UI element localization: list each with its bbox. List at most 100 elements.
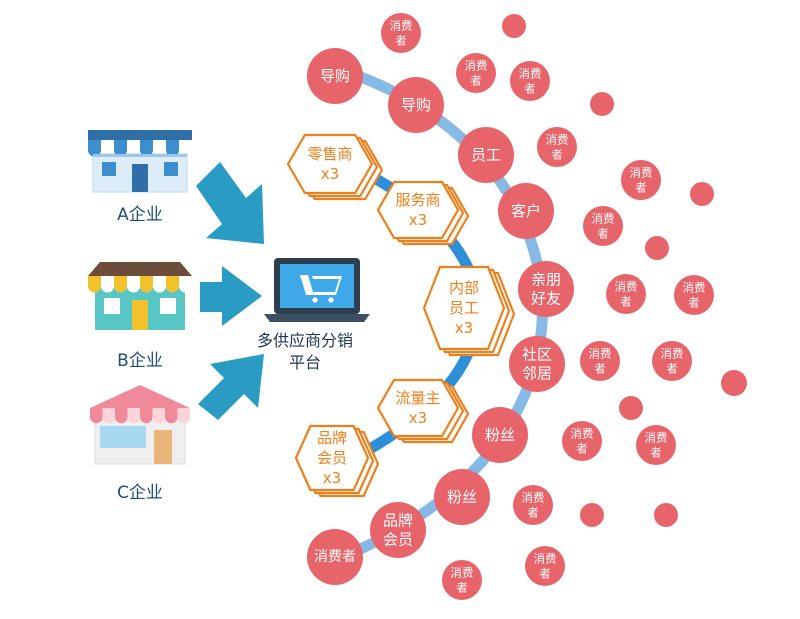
- consumer-circle-4-text-line1: 消费: [546, 133, 569, 147]
- arc-node-8: 粉丝: [434, 469, 490, 525]
- arc-node-7: 粉丝: [472, 407, 528, 463]
- consumer-circle-3: 消费者: [510, 61, 550, 101]
- platform-label: 多供应商分销 平台: [255, 330, 355, 374]
- channel-hexagon-5-text-line2: 会员: [317, 449, 347, 467]
- consumer-circles: 消费者消费者消费者消费者消费者消费者消费者消费者消费者消费者消费者消费者消费者消…: [381, 13, 747, 600]
- store-a-icon: [88, 130, 192, 193]
- consumer-dot-8: [654, 503, 678, 527]
- arrow-c-icon: [198, 354, 264, 420]
- consumer-circle-1: 消费者: [381, 13, 421, 53]
- channel-hexagon-2-text-line1: 服务商: [395, 191, 440, 209]
- arc-node-4: 客户: [498, 183, 554, 239]
- supplier-c-label: C企业: [117, 483, 163, 503]
- arc-node-6-text-line2: 邻居: [522, 365, 552, 383]
- store-c-icon: [90, 385, 190, 465]
- channel-hexagon-1: 零售商 x3: [286, 133, 384, 201]
- supplier-a-label: A企业: [117, 205, 163, 225]
- consumer-circle-4-text-line2: 者: [551, 148, 563, 162]
- consumer-circle-6-text-line2: 者: [597, 227, 609, 241]
- channel-hexagon-3-text-line3: x3: [455, 319, 473, 337]
- consumer-dot-6: [619, 396, 643, 420]
- consumer-dot-4: [645, 236, 669, 260]
- store-b-icon: [88, 262, 192, 330]
- arc-node-1: 导购: [307, 48, 363, 104]
- consumer-circle-15: 消费者: [525, 546, 565, 586]
- channel-hexagon-5-text-line3: x3: [323, 469, 341, 487]
- arc-node-3-text-line1: 员工: [471, 146, 501, 164]
- consumer-circle-3-text-line1: 消费: [519, 67, 542, 81]
- arc-node-2: 导购: [388, 77, 444, 133]
- consumer-circle-9-text-line1: 消费: [589, 347, 612, 361]
- channel-hexagon-1-text-line1: 零售商: [307, 145, 352, 163]
- arc-node-5-text-line1: 亲朋: [531, 271, 561, 289]
- consumer-circle-9-text-line2: 者: [594, 362, 606, 376]
- consumer-circle-15-text-line1: 消费: [534, 552, 557, 566]
- arc-node-1-text-line1: 导购: [320, 67, 350, 85]
- consumer-circle-4: 消费者: [537, 127, 577, 167]
- consumer-circle-3-text-line2: 者: [524, 82, 536, 96]
- arc-node-8-text-line1: 粉丝: [447, 488, 477, 506]
- consumer-circle-10-text-line1: 消费: [661, 347, 684, 361]
- consumer-circle-8-text-line2: 者: [688, 296, 700, 310]
- consumer-circle-9: 消费者: [580, 341, 620, 381]
- consumer-circle-10: 消费者: [652, 341, 692, 381]
- consumer-circle-14: 消费者: [442, 560, 482, 600]
- consumer-circle-5-text-line1: 消费: [630, 166, 653, 180]
- consumer-circle-12: 消费者: [636, 425, 676, 465]
- consumer-circle-7-text-line1: 消费: [615, 280, 638, 294]
- supplier-b-label: B企业: [117, 351, 163, 371]
- consumer-circle-7: 消费者: [606, 274, 646, 314]
- arrow-a-icon: [196, 162, 264, 244]
- channel-hexagon-4-text-line1: 流量主: [395, 389, 440, 407]
- consumer-circle-5-text-line2: 者: [635, 181, 647, 195]
- arc-node-6-text-line1: 社区: [522, 346, 552, 364]
- consumer-circle-5: 消费者: [621, 160, 661, 200]
- arc-node-5-text-line2: 好友: [531, 290, 561, 308]
- consumer-circle-6: 消费者: [583, 206, 623, 246]
- consumer-circle-10-text-line2: 者: [666, 362, 678, 376]
- consumer-circle-13-text-line1: 消费: [522, 491, 545, 505]
- channel-hexagon-3-text-line1: 内部: [449, 279, 479, 297]
- consumer-circle-11-text-line2: 者: [576, 442, 588, 456]
- channel-hexagon-1-text-line2: x3: [321, 165, 339, 183]
- arc-node-2-text-line1: 导购: [401, 96, 431, 114]
- consumer-dot-1: [502, 14, 526, 38]
- consumer-circle-11-text-line1: 消费: [571, 427, 594, 441]
- arc-node-3: 员工: [458, 127, 514, 183]
- consumer-circle-15-text-line2: 者: [539, 567, 551, 581]
- channel-hexagon-4-text-line2: x3: [409, 409, 427, 427]
- consumer-dot-7: [580, 503, 604, 527]
- arc-node-9-text-line1: 品牌: [383, 512, 413, 530]
- platform-label-line1: 多供应商分销: [256, 331, 353, 350]
- consumer-circle-1-text-line2: 者: [395, 34, 407, 48]
- consumer-circle-8-text-line1: 消费: [683, 281, 706, 295]
- consumer-circle-14-text-line2: 者: [456, 581, 468, 595]
- arc-node-7-text-line1: 粉丝: [485, 426, 515, 444]
- laptop-cart-icon: [264, 258, 370, 322]
- arc-node-9-text-line2: 会员: [383, 531, 413, 549]
- consumer-circle-1-text-line1: 消费: [390, 19, 413, 33]
- arc-node-10: 消费者: [307, 529, 363, 585]
- consumer-circle-13: 消费者: [513, 485, 553, 525]
- arc-node-4-text-line1: 客户: [511, 202, 541, 220]
- consumer-circle-6-text-line1: 消费: [592, 212, 615, 226]
- channel-hexagon-5-text-line1: 品牌: [317, 429, 347, 447]
- arc-node-10-text-line1: 消费者: [314, 549, 356, 565]
- consumer-circle-7-text-line2: 者: [620, 295, 632, 309]
- consumer-dot-2: [590, 92, 614, 116]
- channel-hexagon-3-text-line2: 员工: [449, 299, 479, 317]
- consumer-circle-8: 消费者: [674, 275, 714, 315]
- consumer-circle-2-text-line1: 消费: [465, 59, 488, 73]
- consumer-dot-5: [721, 370, 747, 396]
- consumer-dot-3: [690, 182, 714, 206]
- platform-label-line2: 平台: [288, 353, 321, 372]
- consumer-circle-2: 消费者: [456, 53, 496, 93]
